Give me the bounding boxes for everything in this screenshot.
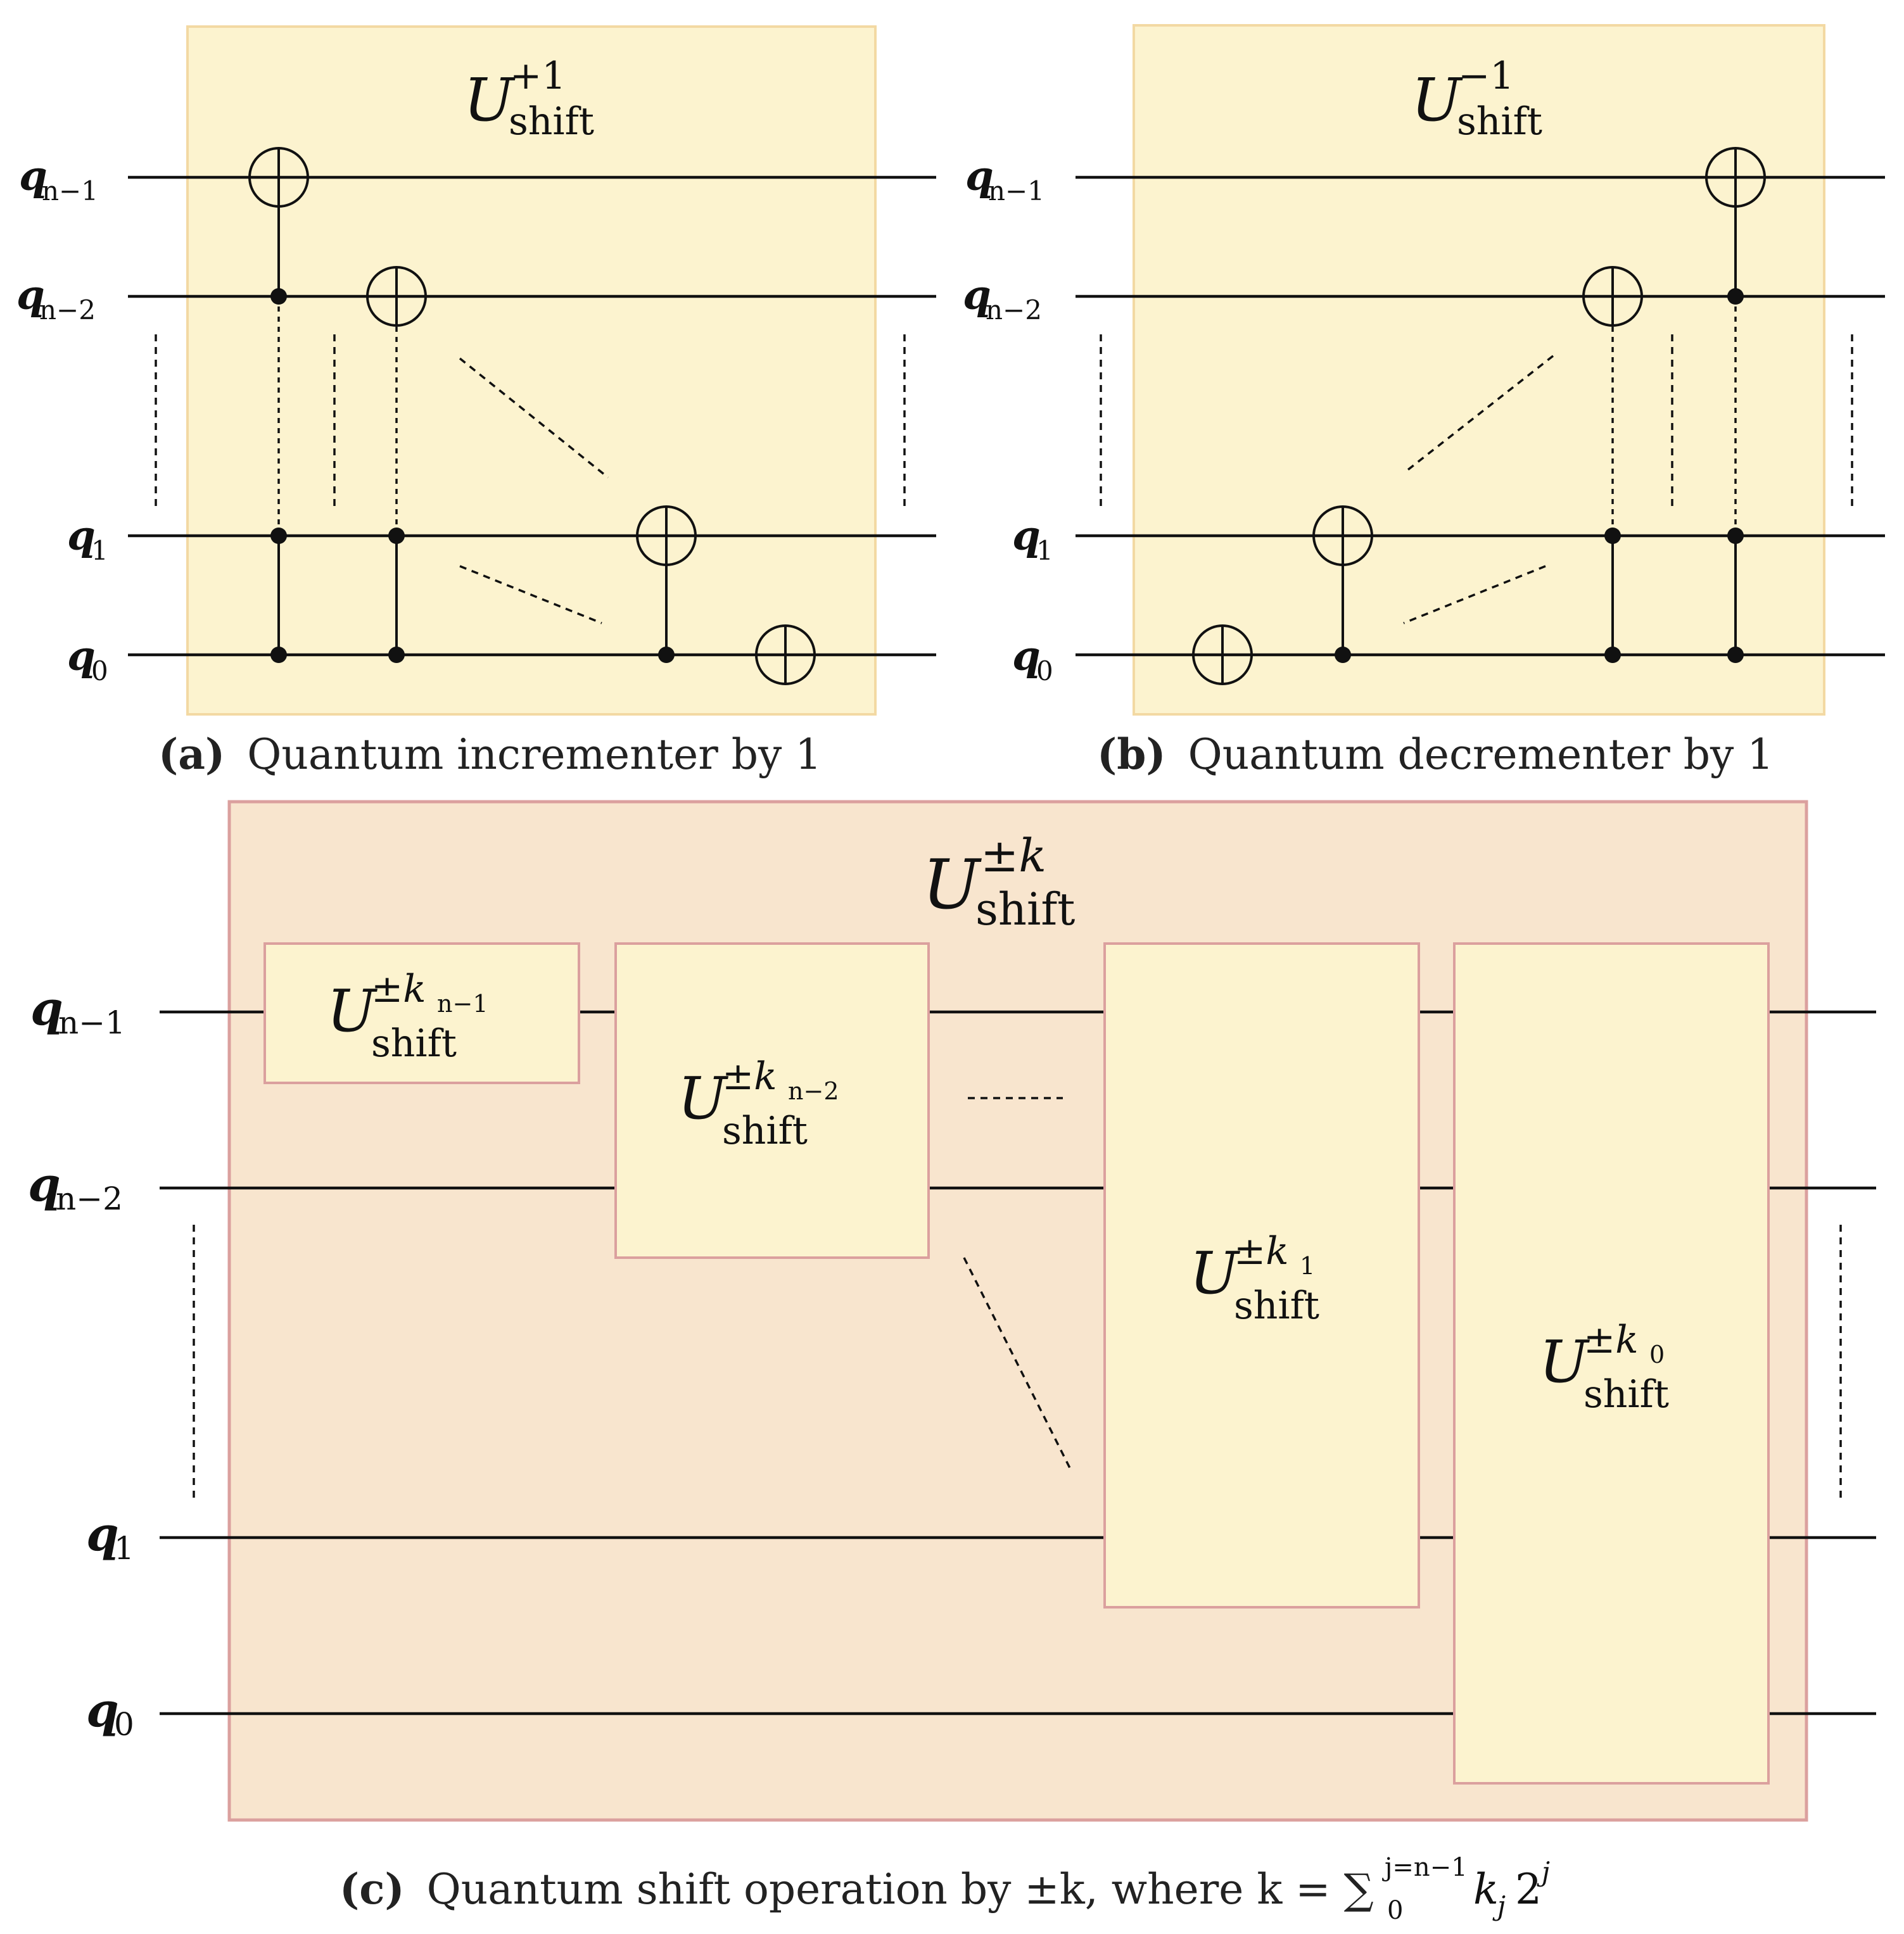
panel-c-label-q0: q bbox=[86, 1683, 119, 1738]
panel-a-gate1-xor-target-icon bbox=[248, 147, 309, 208]
subgate-k1-sup: ±k bbox=[1234, 1229, 1289, 1274]
panel-a-label-qn-2-sub: n−2 bbox=[39, 294, 96, 325]
panel-b-gate3-xor-target-icon bbox=[1582, 266, 1643, 327]
subgate-k1-sub: shift bbox=[1234, 1284, 1319, 1328]
panel-a-gate1-control-dot-qn-2 bbox=[270, 288, 287, 305]
panel-b-label-qn-2-sub: n−2 bbox=[986, 294, 1042, 325]
subgate-kn-1-base: U bbox=[327, 977, 378, 1045]
panel-c-subgate-k0: U ±k 0 shift bbox=[1453, 942, 1770, 1785]
panel-b-gate2-control-dot-q0 bbox=[1335, 647, 1351, 663]
panel-a-gate-title-sup: +1 bbox=[510, 54, 566, 98]
panel-b-gate3-control-dot-q1 bbox=[1604, 528, 1621, 544]
panel-a-gate3-control-dot-q0 bbox=[658, 647, 675, 663]
panel-c-gate-title: U bbox=[922, 845, 982, 925]
panel-c: U ±k shift q n−1 q n−2 q 1 q 0 U ±k n−1 … bbox=[28, 800, 1876, 1925]
panel-a: U +1 shift q n−1 q n−2 q 1 q 0 bbox=[16, 25, 936, 779]
panel-b-label-q0-sub: 0 bbox=[1036, 655, 1053, 686]
panel-a-label-q1-sub: 1 bbox=[91, 535, 108, 566]
panel-b-label-qn-2: q bbox=[963, 272, 991, 319]
panel-c-caption: (c) Quantum shift operation by ±k, where… bbox=[340, 1864, 1374, 1914]
subgate-k1-sup-sub: 1 bbox=[1300, 1252, 1315, 1280]
panel-b-label-qn-1-sub: n−1 bbox=[988, 175, 1044, 206]
panel-b-gate4-control-dot-q1 bbox=[1727, 528, 1744, 544]
panel-a-gate4-xor-target-icon bbox=[755, 624, 816, 685]
panel-a-gate-title: U bbox=[464, 66, 516, 135]
panel-b: U −1 shift q n−1 q n−2 q 1 q 0 bbox=[963, 24, 1885, 779]
panel-b-background bbox=[1133, 24, 1825, 716]
panel-c-gate-title-sub: shift bbox=[975, 883, 1075, 935]
subgate-k0-sub: shift bbox=[1583, 1372, 1669, 1417]
panel-b-gate1-xor-target-icon bbox=[1192, 624, 1253, 685]
subgate-kn-2-sup: ±k bbox=[722, 1054, 777, 1099]
panel-a-label-q1: q bbox=[67, 512, 96, 560]
panel-b-label-q0: q bbox=[1012, 633, 1041, 680]
panel-b-gate-title-sub: shift bbox=[1457, 99, 1542, 144]
panel-c-diagonal-ellipsis bbox=[963, 1257, 1072, 1470]
subgate-kn-2-sub: shift bbox=[722, 1109, 808, 1153]
panel-a-label-qn-1-sub: n−1 bbox=[42, 175, 98, 206]
panel-c-subgate-kn-1: U ±k n−1 shift bbox=[263, 942, 580, 1084]
panel-c-caption-sum-upper: j=n−1 bbox=[1382, 1853, 1468, 1882]
panel-a-caption: (a) Quantum incrementer by 1 bbox=[158, 730, 822, 779]
panel-a-gate1-control-dot-q1 bbox=[270, 528, 287, 544]
panel-b-caption: (b) Quantum decrementer by 1 bbox=[1097, 730, 1774, 779]
panel-a-label-qn-2: q bbox=[16, 272, 45, 319]
panel-b-label-q1-sub: 1 bbox=[1036, 535, 1053, 566]
panel-b-label-qn-1: q bbox=[965, 153, 994, 200]
panel-a-label-q0-sub: 0 bbox=[91, 655, 108, 686]
panel-c-caption-sum-lower: 0 bbox=[1387, 1896, 1403, 1925]
panel-b-gate3-control-dot-q0 bbox=[1604, 647, 1621, 663]
subgate-k0-sup: ±k bbox=[1583, 1318, 1639, 1362]
panel-b-gate2-xor-target-icon bbox=[1312, 505, 1373, 566]
panel-a-diagonal-ellipsis-1 bbox=[459, 357, 609, 479]
subgate-kn-1-sub: shift bbox=[371, 1021, 457, 1066]
panel-b-gate4-xor-target-icon bbox=[1705, 147, 1766, 208]
panel-c-caption-tail-2: 2 bbox=[1515, 1865, 1542, 1914]
panel-b-gate-title: U bbox=[1411, 66, 1463, 135]
panel-b-label-q1: q bbox=[1012, 512, 1041, 560]
panel-c-subgate-kn-2: U ±k n−2 shift bbox=[614, 942, 930, 1259]
panel-b-diagonal-ellipsis-2 bbox=[1403, 565, 1546, 624]
panel-c-label-qn-1-sub: n−1 bbox=[58, 1004, 125, 1041]
panel-b-diagonal-ellipsis-1 bbox=[1405, 355, 1554, 472]
panel-c-label-qn-2: q bbox=[28, 1158, 61, 1212]
subgate-k0-base: U bbox=[1539, 1328, 1590, 1396]
panel-c-label-qn-1: q bbox=[30, 982, 63, 1036]
subgate-k1-base: U bbox=[1190, 1239, 1241, 1307]
panel-a-gate3-xor-target-icon bbox=[636, 505, 697, 566]
panel-a-label-q0: q bbox=[67, 633, 96, 680]
panel-b-gate4-control-dot-q0 bbox=[1727, 647, 1744, 663]
panel-c-label-qn-2-sub: n−2 bbox=[56, 1180, 123, 1217]
panel-a-gate1-control-dot-q0 bbox=[270, 647, 287, 663]
panel-c-label-q1-sub: 1 bbox=[114, 1530, 134, 1567]
panel-b-gate-title-sup: −1 bbox=[1458, 54, 1514, 98]
panel-a-gate2-xor-target-icon bbox=[366, 266, 427, 327]
subgate-kn-2-base: U bbox=[678, 1065, 729, 1132]
panel-c-label-q1: q bbox=[86, 1507, 119, 1562]
panel-a-gate-title-sub: shift bbox=[509, 99, 594, 144]
panel-c-subgate-k1: U ±k 1 shift bbox=[1103, 942, 1420, 1609]
panel-a-gate2-control-dot-q1 bbox=[388, 528, 405, 544]
panel-a-diagonal-ellipsis-2 bbox=[459, 565, 602, 624]
panel-a-gate2-control-dot-q0 bbox=[388, 647, 405, 663]
subgate-kn-1-sup: ±k bbox=[371, 967, 426, 1011]
panel-b-gate4-control-dot-qn-2 bbox=[1727, 288, 1744, 305]
panel-c-label-q0-sub: 0 bbox=[114, 1706, 134, 1743]
panel-a-background bbox=[186, 25, 877, 716]
subgate-kn-1-sup-sub: n−1 bbox=[437, 990, 488, 1018]
subgate-kn-2-sup-sub: n−2 bbox=[788, 1077, 839, 1105]
subgate-k0-sup-sub: 0 bbox=[1649, 1341, 1665, 1368]
panel-a-label-qn-1: q bbox=[19, 153, 48, 200]
panel-c-caption-tail-k: k bbox=[1473, 1865, 1499, 1914]
panel-c-gate-title-sup: ±k bbox=[981, 829, 1046, 882]
